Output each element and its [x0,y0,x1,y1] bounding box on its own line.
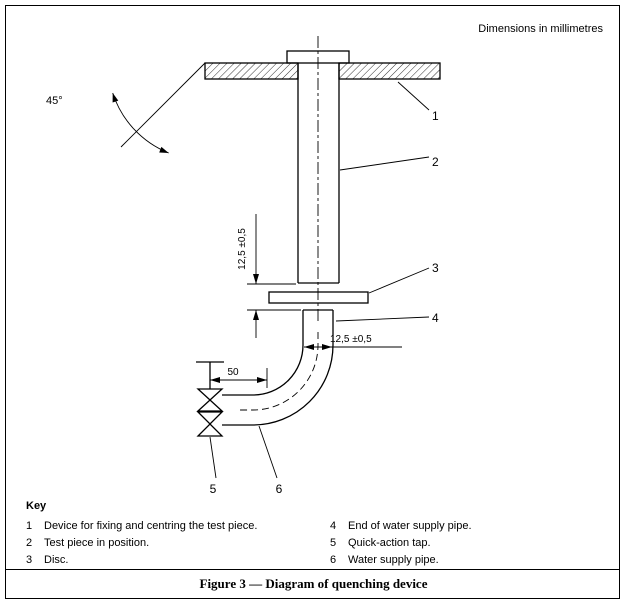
key-item-number: 1 [26,520,33,532]
quick-action-tap [196,361,224,437]
key-item-number: 5 [330,537,337,549]
ref-label-3: 3 [432,261,439,275]
key-title: Key [26,500,47,512]
distance-dimension [210,368,268,388]
angle-dimension [112,62,206,154]
key-item-label: Water supply pipe. [348,554,439,566]
key-section: Key 1 Device for fixing and centring the… [26,499,598,570]
figure-caption: Figure 3 — Diagram of quenching device [199,576,428,591]
key-item-1: 1 Device for fixing and centring the tes… [26,519,330,536]
leader-4 [335,316,430,322]
key-item-label: Device for fixing and centring the test … [44,520,258,532]
key-item-4: 4 End of water supply pipe. [330,519,598,536]
ref-label-1: 1 [432,109,439,123]
test-piece [297,63,340,284]
fixing-device [204,50,441,80]
bore-dimension-label: 12,5 ±0,5 [330,334,372,345]
key-item-label: End of water supply pipe. [348,520,472,532]
key-item-6: 6 Water supply pipe. [330,553,598,570]
water-supply-pipe [222,344,334,426]
figure-border [5,5,620,599]
key-item-number: 6 [330,554,337,566]
fixing-plate-right [338,62,441,80]
leader-2 [339,156,430,171]
key-item-label: Quick-action tap. [348,537,431,549]
disc [268,291,369,304]
ref-label-4: 4 [432,311,439,325]
key-item-number: 3 [26,554,33,566]
key-item-2: 2 Test piece in position. [26,536,330,553]
fixing-plate-left [204,62,299,80]
angle-label: 45° [46,95,63,107]
leader-6 [258,425,278,479]
key-item-number: 2 [26,537,33,549]
dimensions-note: Dimensions in millimetres [478,23,603,35]
bore-dimension [304,344,402,350]
gap-dimension-label: 12,5 ±0,5 [237,228,248,270]
key-item-label: Disc. [44,554,69,566]
ref-label-5: 5 [210,482,217,496]
key-item-label: Test piece in position. [44,537,150,549]
leader-5 [209,436,217,479]
ref-label-6: 6 [276,482,283,496]
key-item-number: 4 [330,520,337,532]
gap-dimension [247,214,301,338]
caption-rule [6,569,619,570]
key-list: 1 Device for fixing and centring the tes… [26,519,598,570]
ref-label-2: 2 [432,155,439,169]
distance-dimension-label: 50 [227,367,239,378]
key-item-3: 3 Disc. [26,553,330,570]
leader-3 [368,267,430,294]
leader-lines [209,81,430,479]
key-item-5: 5 Quick-action tap. [330,536,598,553]
leader-1 [397,81,430,111]
pipe-centerline [238,332,319,411]
